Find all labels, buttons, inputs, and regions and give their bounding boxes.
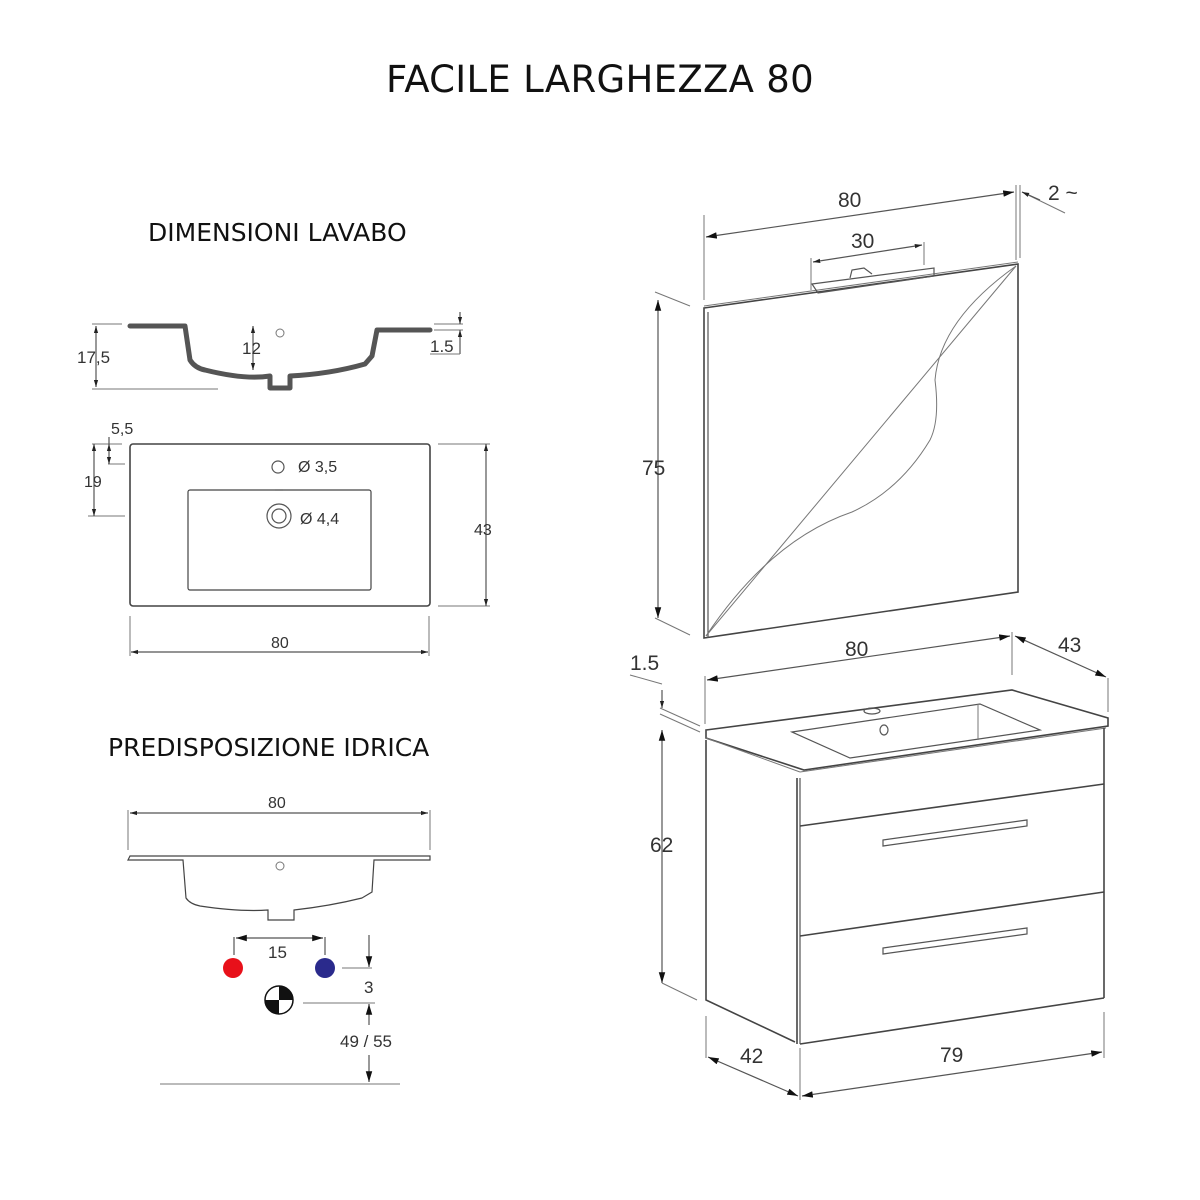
- cabinet-depth-label: 42: [740, 1045, 763, 1068]
- cabinet-top-thickness-label: 1.5: [630, 652, 659, 675]
- basin-dimensions-title: DIMENSIONI LAVABO: [148, 218, 407, 247]
- drain-diameter-label: Ø 4,4: [300, 511, 339, 528]
- drain-outlet-icon: [264, 985, 294, 1015]
- tap-hole-diameter-label: Ø 3,5: [298, 459, 337, 476]
- mirror-lamp: [810, 267, 935, 294]
- basin-depth-label: 43: [474, 522, 492, 539]
- plumbing-title: PREDISPOSIZIONE IDRICA: [108, 733, 430, 762]
- mirror-width-label: 80: [838, 189, 861, 212]
- cabinet-top-width-label: 80: [845, 638, 868, 661]
- drawer-handle-bottom: [882, 927, 1028, 955]
- mirror-depth-label: 2 ~: [1048, 182, 1078, 205]
- basin-width-label: 80: [271, 635, 289, 652]
- hot-water-inlet-icon: [223, 958, 243, 978]
- cabinet-width-label: 79: [940, 1044, 963, 1067]
- drain-offset-label: 19: [84, 474, 102, 491]
- cabinet-drawing: [629, 632, 1109, 1100]
- basin-height-label: 17,5: [77, 348, 110, 367]
- cold-water-inlet-icon: [315, 958, 335, 978]
- tap-hole-offset-label: 5,5: [111, 421, 133, 438]
- inlet-spacing-label: 15: [268, 943, 287, 962]
- drawer-handle-top: [882, 819, 1028, 847]
- lamp-width-label: 30: [851, 230, 874, 253]
- plumbing-width-label: 80: [268, 795, 286, 812]
- basin-side-view: [92, 312, 463, 391]
- plumbing-drawing: [127, 810, 431, 1085]
- basin-top-view: [88, 437, 490, 656]
- cabinet-top-depth-label: 43: [1058, 634, 1081, 657]
- drain-height-label: 49 / 55: [340, 1032, 392, 1051]
- cabinet-height-label: 62: [650, 834, 673, 857]
- page-title: FACILE LARGHEZZA 80: [386, 58, 814, 101]
- drain-offset-3-label: 3: [364, 978, 373, 997]
- rim-thickness-label: 1.5: [430, 337, 454, 356]
- bowl-depth-label: 12: [242, 339, 261, 358]
- mirror-drawing: [654, 185, 1066, 639]
- mirror-height-label: 75: [642, 457, 665, 480]
